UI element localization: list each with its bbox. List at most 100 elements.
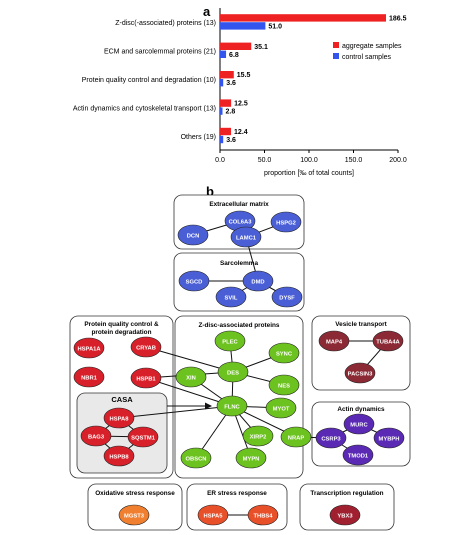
node-label: BAG3 <box>88 434 105 440</box>
node-pacsin3: PACSIN3 <box>344 362 376 384</box>
legend-label-aggregate: aggregate samples <box>342 43 402 50</box>
bar-control <box>220 135 224 144</box>
node-label: OBSCN <box>186 456 207 462</box>
node-ellipse <box>344 362 376 384</box>
node-dmd: DMD <box>242 270 274 292</box>
node-des: DES <box>217 361 249 383</box>
node-cryab: CRYAB <box>130 336 162 358</box>
node-ellipse <box>242 270 274 292</box>
node-tuba4a: TUBA4A <box>372 330 404 352</box>
node-myot: MYOT <box>265 397 297 419</box>
edge-HSPB1-FLNC <box>145 377 233 407</box>
node-xin: XIN <box>175 366 207 388</box>
node-dysf: DYSF <box>271 286 303 308</box>
bar-aggregate <box>220 42 252 50</box>
bar-aggregate <box>220 14 386 22</box>
node-map4: MAP4 <box>318 330 350 352</box>
node-ellipse <box>73 366 105 388</box>
node-label: XIRP2 <box>250 434 267 440</box>
value-label: 3.6 <box>226 137 236 144</box>
node-ellipse <box>217 361 249 383</box>
node-ellipse <box>343 413 375 435</box>
node-ellipse <box>130 367 162 389</box>
node-plec: PLEC <box>214 330 246 352</box>
node-hspa5: HSPA5 <box>197 504 229 526</box>
node-tmod1: TMOD1 <box>342 444 374 466</box>
group-box-casa <box>76 392 168 474</box>
node-mgst3: MGST3 <box>118 504 150 526</box>
group-title-er: ER stress response <box>207 490 267 497</box>
node-label: HSPA1A <box>77 346 101 352</box>
node-ellipse <box>178 270 210 292</box>
node-ellipse <box>271 286 303 308</box>
node-sync: SYNC <box>268 342 300 364</box>
node-sgcd: SGCD <box>178 270 210 292</box>
node-label: PLEC <box>222 339 238 345</box>
node-murc: MURC <box>343 413 375 435</box>
node-ellipse <box>130 336 162 358</box>
group-title-zdisc: Z-disc-associated proteins <box>199 322 280 329</box>
node-ellipse <box>103 445 135 467</box>
node-label: THBS4 <box>253 513 273 519</box>
node-ellipse <box>342 444 374 466</box>
node-label: NES <box>278 383 290 389</box>
node-label: SVIL <box>225 295 238 301</box>
panel-a-letter: a <box>203 4 211 19</box>
node-ellipse <box>247 504 279 526</box>
value-label: 186.5 <box>389 15 407 22</box>
node-ellipse <box>265 397 297 419</box>
x-tick-label: 150.0 <box>345 157 363 164</box>
node-label: SQSTM1 <box>131 435 156 441</box>
node-nbr1: NBR1 <box>73 366 105 388</box>
group-title-oxidative: Oxidative stress response <box>95 490 175 497</box>
node-hspb1: HSPB1 <box>130 367 162 389</box>
node-label: DYSF <box>279 295 295 301</box>
node-ellipse <box>177 224 209 246</box>
category-label: Z-disc(-associated) proteins (13) <box>115 20 216 27</box>
category-label: ECM and sarcolemmal proteins (21) <box>104 49 216 56</box>
x-tick-label: 50.0 <box>258 157 272 164</box>
x-tick-label: 100.0 <box>300 157 318 164</box>
node-label: DMD <box>251 279 264 285</box>
value-label: 51.0 <box>268 23 282 30</box>
bar-aggregate <box>220 127 232 136</box>
node-flnc: FLNC <box>216 395 248 417</box>
bar-control <box>220 107 223 115</box>
node-ellipse <box>372 330 404 352</box>
node-label: HSPB1 <box>136 376 156 382</box>
node-label: SYNC <box>276 351 293 357</box>
node-thbs4: THBS4 <box>247 504 279 526</box>
node-ellipse <box>315 427 347 449</box>
node-lamc1: LAMC1 <box>230 226 262 248</box>
node-label: CRYAB <box>136 345 156 351</box>
node-label: NRAP <box>288 435 305 441</box>
bar-aggregate <box>220 99 232 107</box>
node-ellipse <box>329 504 361 526</box>
node-label: HSPB8 <box>109 454 129 460</box>
node-ellipse <box>103 407 135 429</box>
node-dcn: DCN <box>177 224 209 246</box>
node-ellipse <box>268 374 300 396</box>
group-title-sarcolemma: Sarcolemma <box>220 260 258 267</box>
casa-arrow-head <box>205 402 212 410</box>
chart-legend: aggregate samples control samples <box>333 42 402 61</box>
group-box-sarcolemma <box>173 252 305 312</box>
node-ellipse <box>216 395 248 417</box>
node-ellipse <box>270 211 302 233</box>
node-label: HSPA5 <box>204 513 224 519</box>
panel-b-letter: b <box>206 184 214 199</box>
node-label: COL6A3 <box>229 219 253 225</box>
category-label: Others (19) <box>181 134 216 141</box>
node-label: SGCD <box>186 279 203 285</box>
node-label: MURC <box>350 422 368 428</box>
group-title-pqc: Protein quality control & <box>84 321 159 328</box>
node-label: MAP4 <box>326 339 343 345</box>
node-label: DCN <box>187 233 200 239</box>
value-label: 35.1 <box>254 44 268 51</box>
bar-control <box>220 79 224 87</box>
bar-control <box>220 22 266 30</box>
node-label: TMOD1 <box>348 453 369 459</box>
node-ellipse <box>127 426 159 448</box>
